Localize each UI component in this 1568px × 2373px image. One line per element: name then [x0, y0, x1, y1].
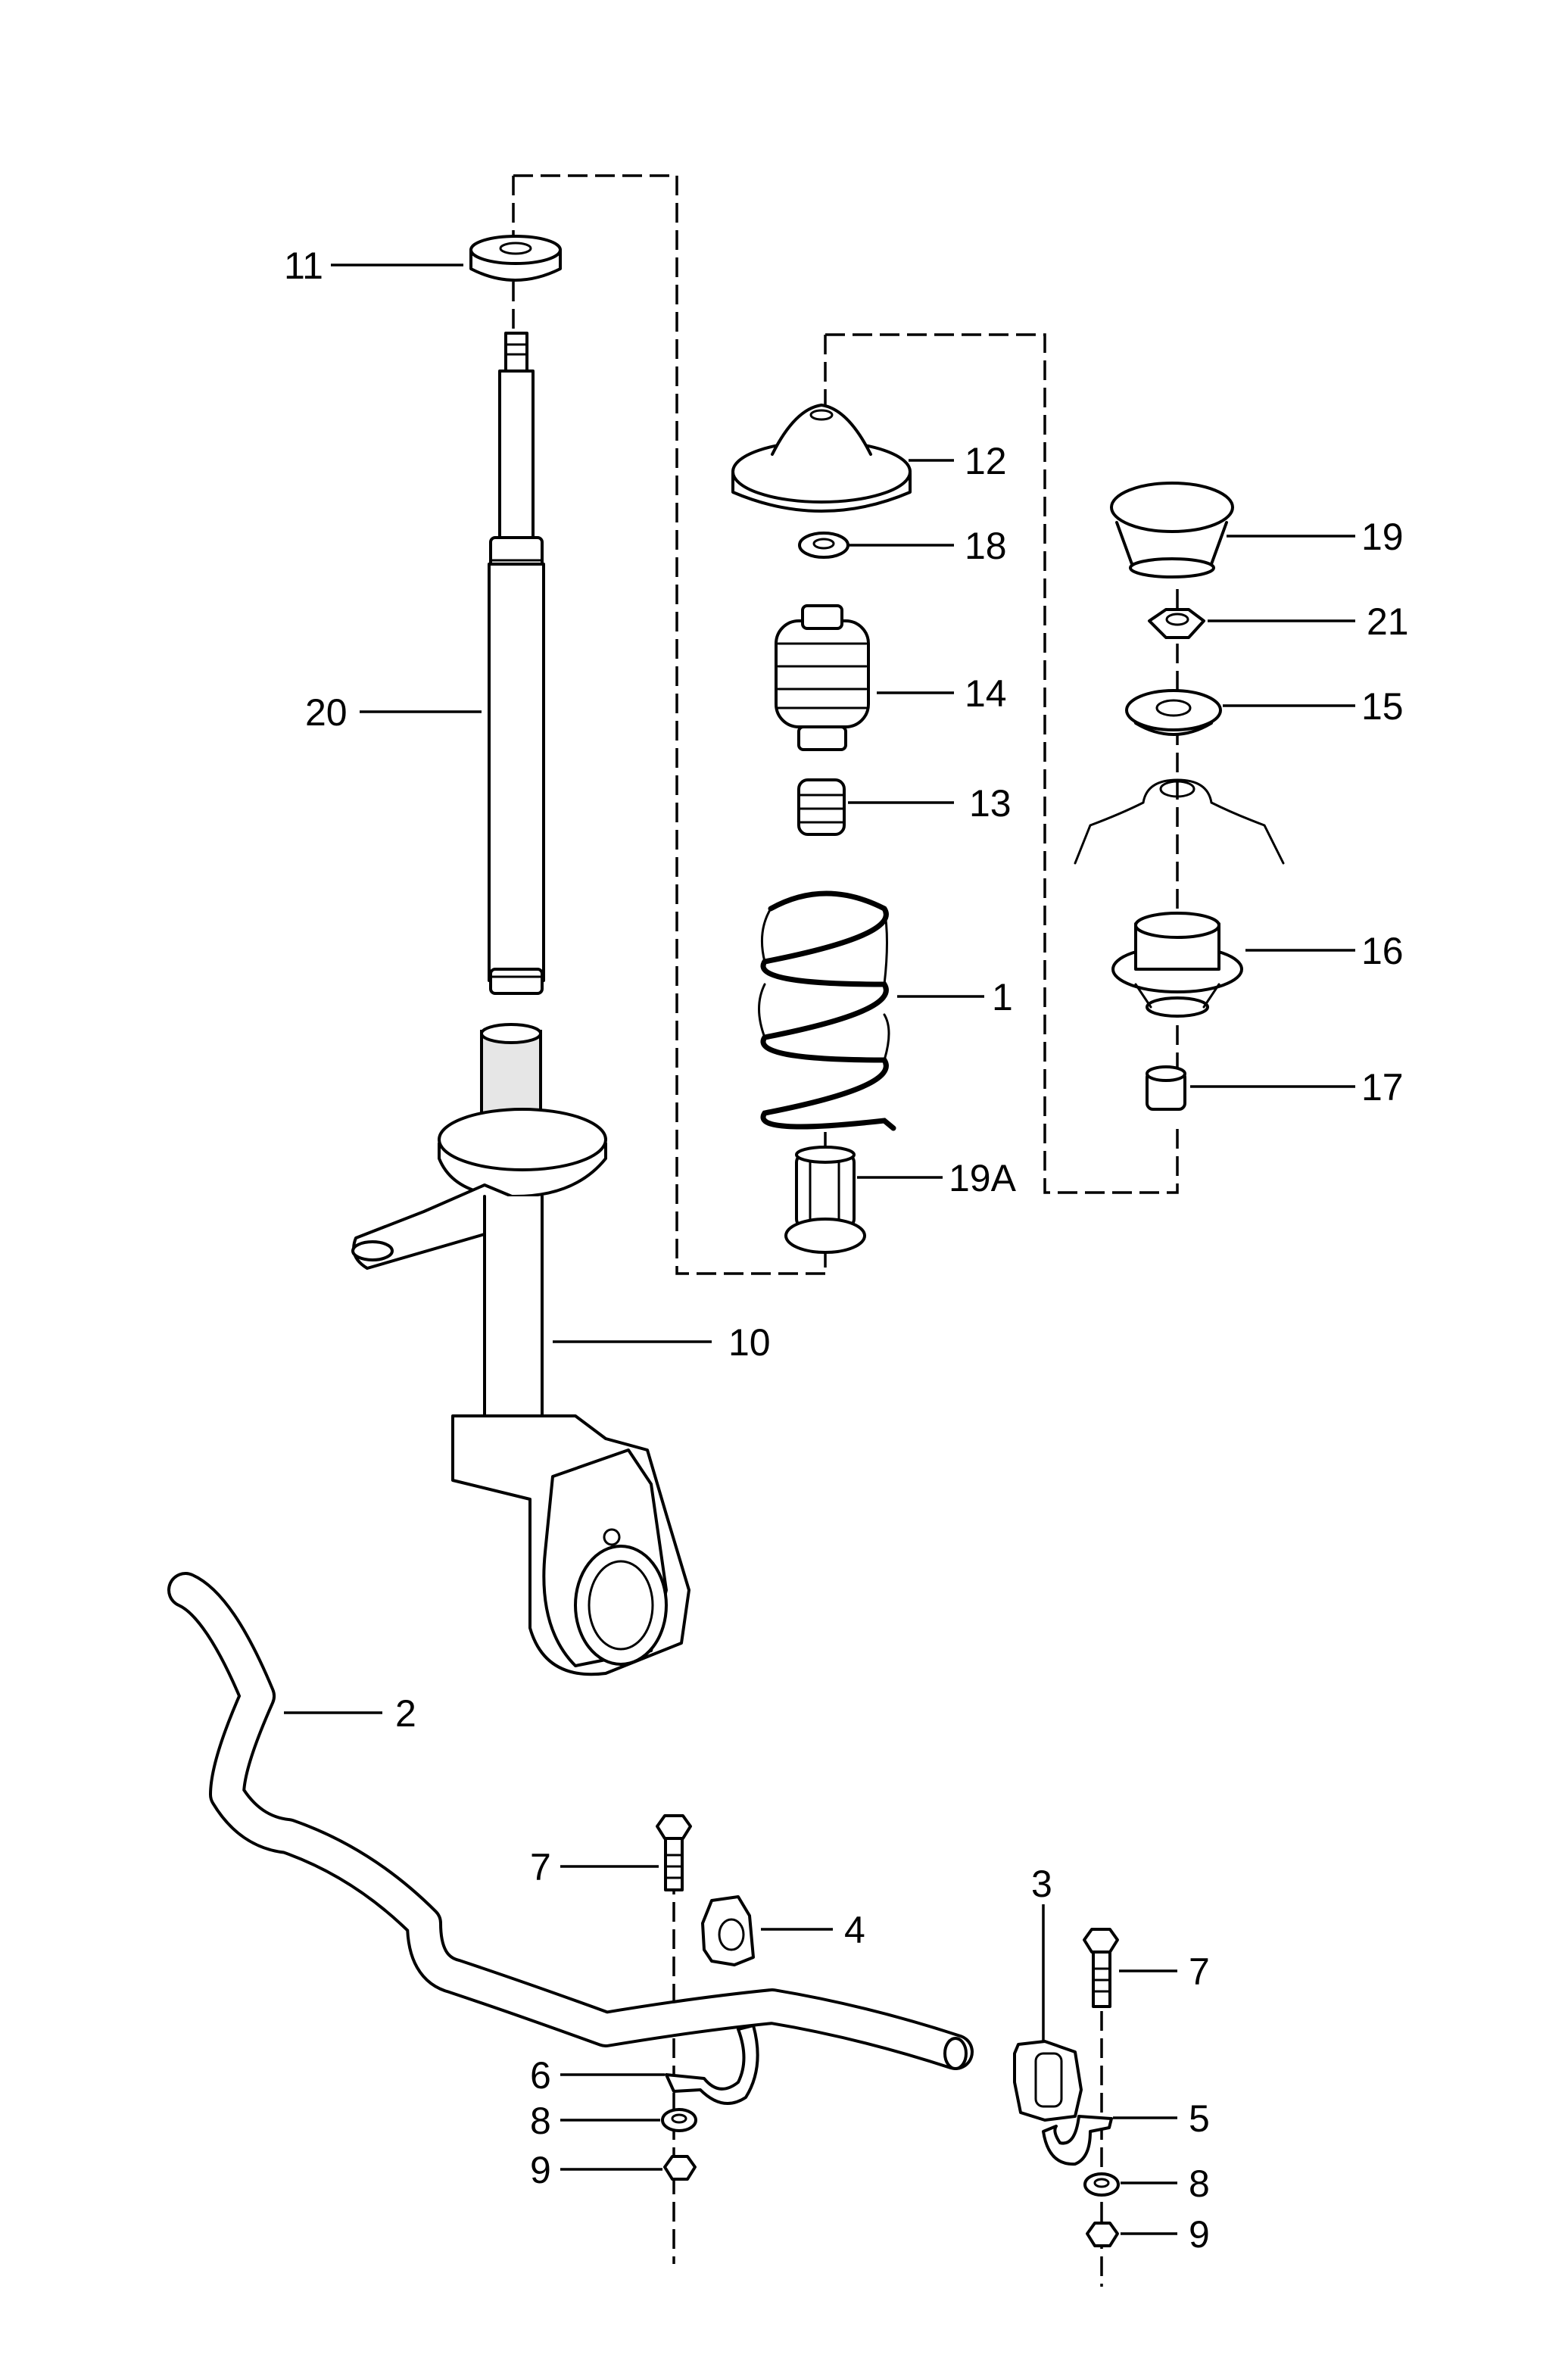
callout-11: 11	[284, 245, 323, 287]
part-19-cap	[1110, 482, 1234, 578]
callout-20: 20	[305, 691, 348, 734]
callout-labels: 11 20 10 12 18 14 13 1 19A 19 21 15 16 1…	[284, 245, 1409, 2256]
part-17-sleeve	[1146, 1065, 1186, 1111]
part-18-washer	[798, 532, 849, 559]
body-tower-reference	[1074, 778, 1285, 865]
callout-2: 2	[395, 1692, 416, 1735]
callout-7-left: 7	[530, 1846, 551, 1888]
part-15-mounting-plate	[1125, 689, 1222, 736]
part-5-clamp-right	[1042, 2115, 1113, 2166]
callout-19a: 19A	[949, 1157, 1017, 1199]
callout-17: 17	[1361, 1066, 1404, 1109]
part-1-coil-spring	[758, 890, 896, 1131]
part-4-bushing-left	[701, 1895, 755, 1966]
callout-14: 14	[965, 672, 1007, 715]
part-16-rubber-mount	[1111, 912, 1243, 1018]
callout-7-right: 7	[1189, 1950, 1210, 1993]
part-21-nut	[1148, 608, 1205, 639]
callout-16: 16	[1361, 930, 1404, 972]
callout-19: 19	[1361, 516, 1404, 558]
callout-5: 5	[1189, 2097, 1210, 2140]
callout-12: 12	[965, 440, 1007, 482]
part-19a-bushing	[784, 1146, 866, 1254]
callout-8-left: 8	[530, 2100, 551, 2142]
part-7-bolt-left	[656, 1814, 692, 1891]
callout-1: 1	[992, 976, 1013, 1018]
part-2-stabilizer-bar	[167, 1572, 974, 2070]
callout-15: 15	[1361, 685, 1404, 728]
callout-10: 10	[728, 1321, 771, 1364]
callout-8-right: 8	[1189, 2163, 1210, 2205]
part-6-clamp-left	[665, 2024, 759, 2105]
part-9-nut-left	[663, 2155, 697, 2181]
part-8-washer-left	[661, 2108, 697, 2132]
part-3-bushing-right	[1013, 2040, 1083, 2122]
part-20-shock-absorber	[488, 332, 545, 995]
callout-9-left: 9	[530, 2149, 551, 2191]
callout-21: 21	[1367, 600, 1409, 643]
callout-9-right: 9	[1189, 2213, 1210, 2256]
callout-6: 6	[530, 2054, 551, 2097]
callout-3: 3	[1031, 1863, 1052, 1905]
leader-lines	[284, 263, 1355, 2235]
callout-13: 13	[969, 782, 1012, 825]
part-7-bolt-right	[1083, 1928, 1119, 2008]
part-12-spring-top-mount	[731, 404, 912, 513]
callout-18: 18	[965, 525, 1007, 567]
part-10-strut-knuckle	[351, 1023, 690, 1676]
part-8-washer-right	[1083, 2172, 1120, 2197]
callout-4: 4	[844, 1909, 865, 1951]
part-11-strut-bearing	[469, 235, 562, 282]
part-9-nut-right	[1086, 2222, 1119, 2247]
part-14-bump-stop	[775, 604, 870, 751]
part-13-protective-sleeve	[797, 778, 846, 836]
